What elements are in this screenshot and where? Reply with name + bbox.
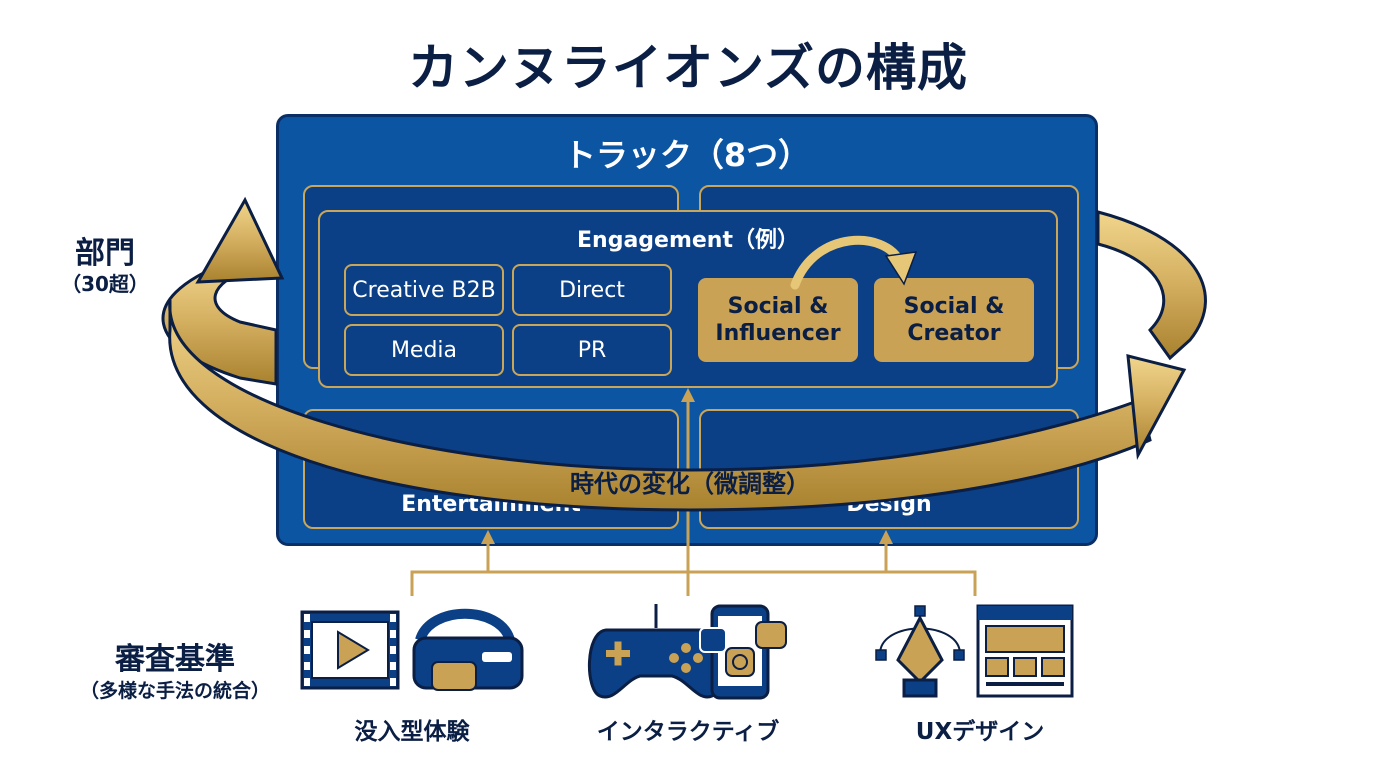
engagement-box: Creative B2B Direct Media PR Social & In… xyxy=(318,210,1058,388)
track-item-social-creator: Social & Creator xyxy=(874,278,1034,362)
criteria-sub: （多様な手法の統合） xyxy=(79,680,270,702)
cycle-ring-arrowhead-right xyxy=(1126,354,1187,461)
social-evolution-arrowhead xyxy=(884,251,918,286)
wireframe-icon xyxy=(976,604,1074,698)
page-title: カンヌライオンズの構成 xyxy=(408,39,968,97)
track-item-creative-b2b: Creative B2B xyxy=(344,264,504,316)
track-item-media: Media xyxy=(344,324,504,376)
social-evolution-arrow xyxy=(790,235,905,290)
pen-tool-icon xyxy=(875,605,965,698)
criteria-label: 審査基準 xyxy=(115,642,235,677)
track-item-social-influencer: Social & Influencer xyxy=(698,278,858,362)
film-play-icon xyxy=(300,610,400,690)
cycle-ring-front xyxy=(168,299,1152,512)
category-label-immersive: 没入型体験 xyxy=(354,719,470,745)
track-item-pr: PR xyxy=(512,324,672,376)
category-label-ux-design: UXデザイン xyxy=(915,719,1045,745)
vr-headset-icon xyxy=(412,608,524,691)
connector-arrowhead-left xyxy=(481,530,495,544)
connector-arrowhead-center xyxy=(681,388,695,402)
engagement-title: Engagement（例） xyxy=(577,228,799,253)
departments-label: 部門 xyxy=(75,236,135,271)
departments-sub: （30超） xyxy=(61,272,149,296)
smartphone-social-icon xyxy=(699,604,787,700)
cycle-ring-arrowhead-left xyxy=(195,196,285,284)
category-label-interactive: インタラクティブ xyxy=(596,719,780,745)
track-title: トラック（8つ） xyxy=(563,136,811,174)
cycle-ring-back-right xyxy=(1096,210,1207,361)
track-item-direct: Direct xyxy=(512,264,672,316)
cycle-label: 時代の変化（微調整） xyxy=(570,470,810,498)
connector-arrowhead-right xyxy=(879,530,893,544)
